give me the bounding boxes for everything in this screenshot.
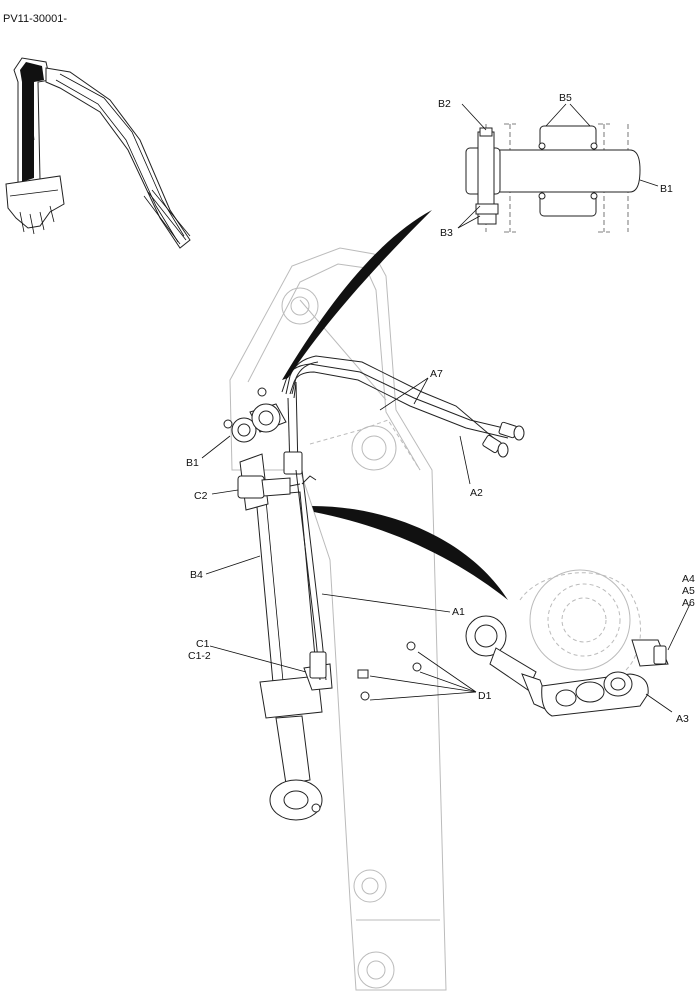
callout-labels: B2 B5 B1 B3 A7 B1 A2 C2 B4 A1 C1 C1-2 D1…: [186, 92, 695, 725]
label-b1-detail: B1: [660, 183, 673, 195]
label-c1-2: C1-2: [188, 650, 211, 662]
boom-outline: [229, 247, 447, 991]
boom-cylinder: [223, 387, 333, 821]
label-c2: C2: [194, 490, 208, 502]
label-a6: A6: [682, 597, 695, 609]
detail-b-pin-assembly: [465, 123, 641, 233]
label-c1: C1: [196, 638, 210, 650]
hydraulic-hoses: [281, 355, 525, 681]
label-a5: A5: [682, 585, 695, 597]
detail-wedge-top: [282, 210, 432, 380]
label-a2: A2: [470, 487, 483, 499]
label-b3: B3: [440, 227, 453, 239]
label-a7: A7: [430, 368, 443, 380]
leader-lines: [201, 103, 691, 713]
detail-a-port-view: [465, 569, 669, 717]
excavator-thumbnail: [5, 57, 191, 249]
d1-bolts: [357, 641, 422, 701]
label-b2: B2: [438, 98, 451, 110]
label-b4: B4: [190, 569, 203, 581]
label-b1: B1: [186, 457, 199, 469]
hose-fitting-lower: [482, 434, 509, 458]
label-b5: B5: [559, 92, 572, 104]
detail-wedge-bottom: [312, 506, 508, 600]
document-reference: PV11-30001-: [3, 13, 67, 25]
label-a1: A1: [452, 606, 465, 618]
label-a4: A4: [682, 573, 695, 585]
hose-fitting-upper: [498, 421, 525, 441]
label-d1: D1: [478, 690, 492, 702]
label-a3: A3: [676, 713, 689, 725]
